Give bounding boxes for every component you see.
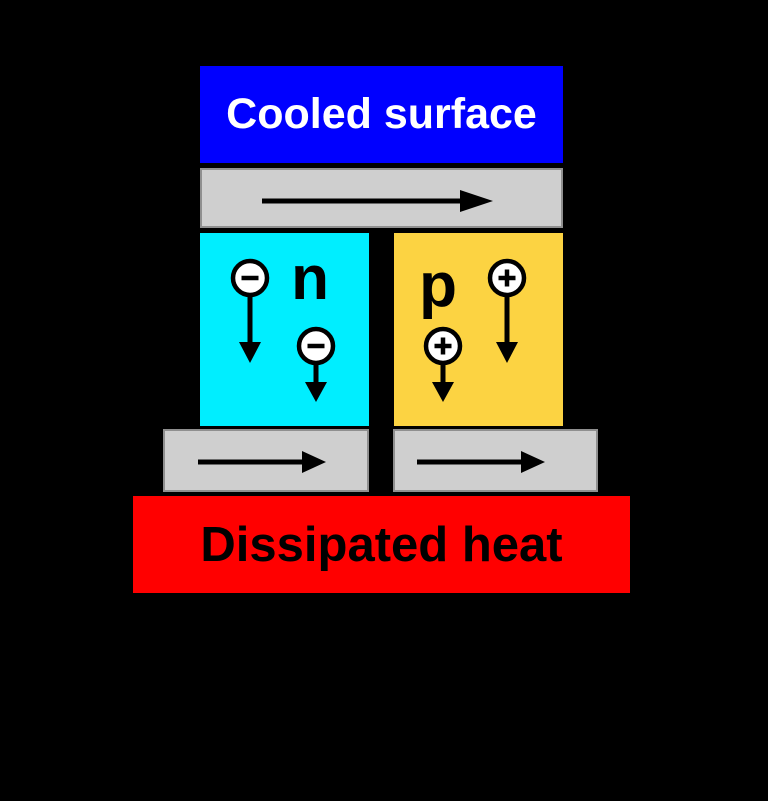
n-type-block: n bbox=[200, 233, 369, 426]
bottom-left-conductor-bar bbox=[163, 429, 369, 492]
right-arrow-icon bbox=[262, 190, 493, 212]
p-type-block: p bbox=[394, 233, 563, 426]
down-arrow-icon bbox=[496, 297, 518, 363]
n-type-label: n bbox=[291, 244, 329, 313]
down-arrow-icon bbox=[432, 365, 454, 402]
down-arrow-icon bbox=[239, 297, 261, 363]
right-arrow-icon bbox=[198, 451, 326, 473]
dissipated-heat-bar: Dissipated heat bbox=[133, 496, 630, 593]
dissipated-heat-label: Dissipated heat bbox=[200, 517, 563, 572]
cooled-surface-label: Cooled surface bbox=[226, 90, 537, 138]
p-type-label: p bbox=[419, 251, 457, 320]
bottom-right-conductor-bar bbox=[393, 429, 598, 492]
cooled-surface-bar: Cooled surface bbox=[200, 66, 563, 163]
hole-icon bbox=[423, 326, 463, 402]
top-conductor-bar bbox=[200, 168, 563, 228]
hole-icon bbox=[487, 258, 527, 363]
electron-icon bbox=[296, 326, 336, 402]
electron-icon bbox=[230, 258, 270, 363]
down-arrow-icon bbox=[305, 365, 327, 402]
right-arrow-icon bbox=[417, 451, 545, 473]
